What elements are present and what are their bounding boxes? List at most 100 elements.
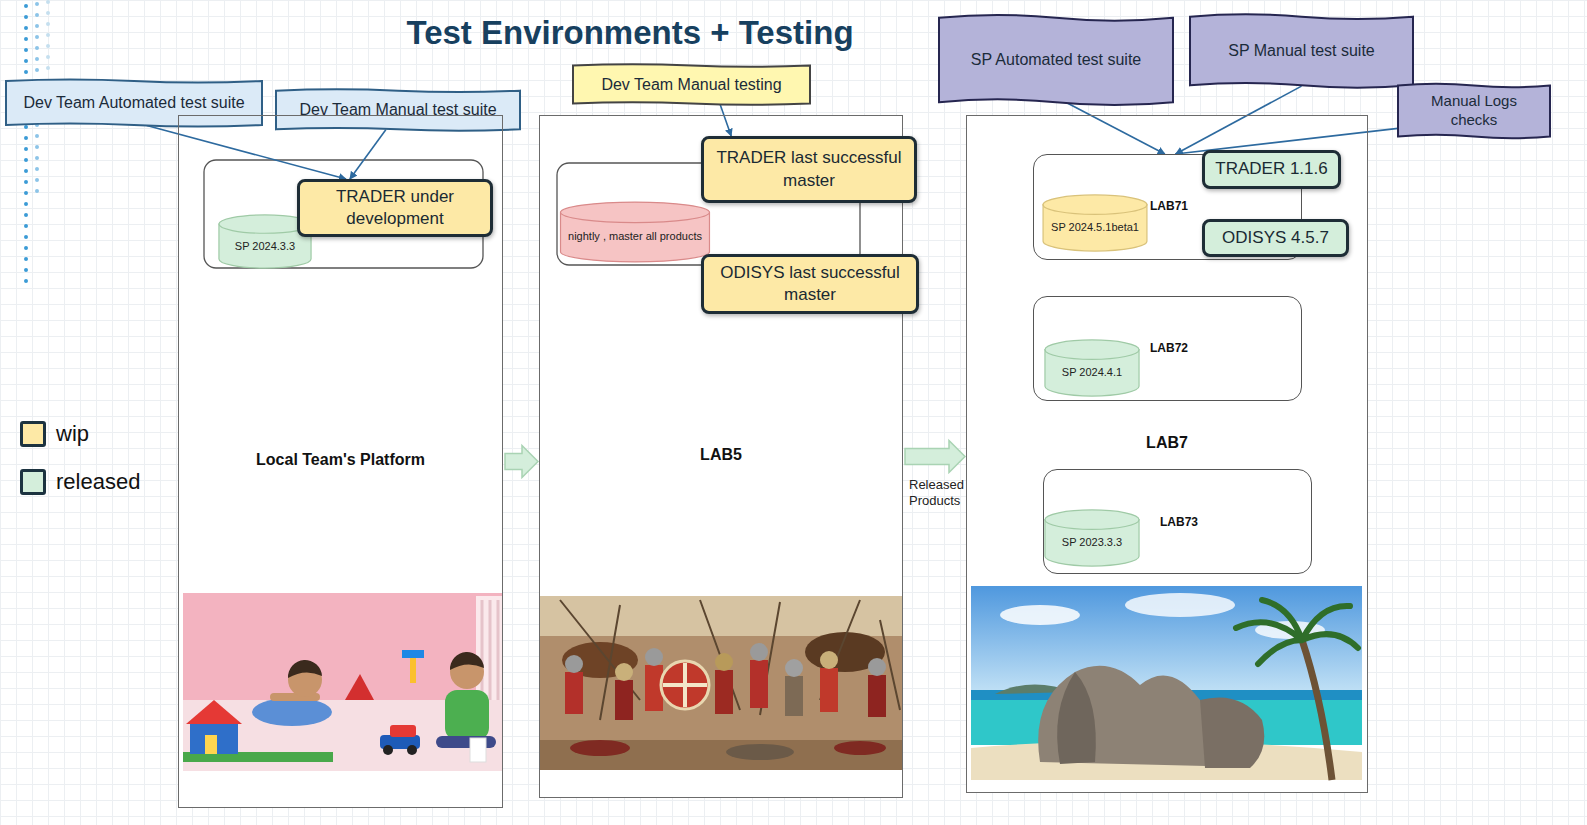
- photo-shield: [661, 661, 709, 709]
- callout-outline: [573, 64, 810, 104]
- photo-helmet: [645, 648, 663, 666]
- callout-flag: Manual Logs checks: [1398, 82, 1550, 140]
- photo-helmet: [565, 655, 583, 673]
- text-holder: LAB72: [1150, 341, 1188, 355]
- text-holder: LAB73: [1160, 515, 1198, 529]
- lab-box: LAB71SP 2024.5.1beta1TRADER 1.1.6ODISYS …: [1033, 154, 1302, 260]
- label-text: TRADER last successful master: [714, 147, 904, 191]
- callout-outline: [1190, 14, 1413, 87]
- connector-line: [350, 130, 386, 179]
- label-text: LAB71: [1150, 199, 1188, 213]
- legend-item: wip: [20, 419, 89, 449]
- dot-column: [46, 2, 50, 70]
- photo-ground: [539, 596, 903, 770]
- photo-soldier: [750, 660, 768, 708]
- label-text: SP 2024.3.3: [235, 240, 295, 253]
- photo-toy-bottle: [470, 738, 486, 762]
- photo-toy-car: [390, 725, 416, 737]
- photo-helmet: [868, 658, 886, 676]
- photo-soldier: [615, 680, 633, 720]
- text-holder: LAB7: [967, 434, 1367, 452]
- environment-panel: Local Team's Platform SP 2024.3.3 TRADER u…: [178, 115, 503, 808]
- photo-child-hair: [450, 652, 484, 670]
- label-text: SP 2024.4.1: [1062, 366, 1122, 379]
- database-cylinder: SP 2023.3.3: [1044, 509, 1140, 567]
- photo-child-hair: [288, 660, 322, 678]
- label-text: TRADER 1.1.6: [1215, 158, 1327, 180]
- panel-grounds: [178, 115, 1368, 808]
- photo-helmet: [615, 663, 633, 681]
- database-cylinder: SP 2024.5.1beta1: [1042, 194, 1148, 252]
- kids-photo: [183, 593, 503, 771]
- legend-swatch: [20, 421, 46, 447]
- callout-flag: Dev Team Automated test suite: [6, 78, 262, 128]
- text-holder: LAB5: [540, 446, 902, 464]
- beach-photo: [971, 586, 1362, 780]
- environment-panel: LAB7LAB71SP 2024.5.1beta1TRADER 1.1.6ODI…: [966, 115, 1368, 793]
- photo-soldier: [565, 672, 583, 714]
- photo-wheel: [383, 745, 393, 755]
- photo-earth: [539, 740, 903, 770]
- connector-line: [720, 104, 731, 136]
- cylinder-top: [1045, 510, 1139, 529]
- connector-line: [147, 126, 346, 180]
- lab-box: LAB73 SP 2023.3.3: [1043, 469, 1312, 574]
- component-box: ODISYS last successful master: [701, 254, 919, 314]
- label-text: SP 2023.3.3: [1062, 536, 1122, 549]
- photo-child: [252, 698, 332, 726]
- block-arrow: [905, 441, 965, 473]
- connector-line: [1176, 86, 1302, 154]
- label-text: Local Team's Platform: [179, 451, 502, 469]
- cylinder-top: [561, 202, 710, 223]
- photo-crib-bars: [482, 600, 498, 700]
- callout-outline: [276, 89, 520, 130]
- text-holder: LAB71: [1150, 199, 1188, 213]
- legend-item: released: [20, 467, 140, 497]
- callout-flag: Dev Team Manual test suite: [276, 88, 520, 132]
- component-box: TRADER under development: [297, 179, 493, 237]
- battle-photo: [539, 596, 903, 770]
- photo-cloud: [1125, 593, 1235, 617]
- photo-soldier: [715, 670, 733, 714]
- component-box: TRADER last successful master: [701, 136, 917, 203]
- callout-flag: SP Manual test suite: [1190, 12, 1413, 90]
- photo-toy-door: [205, 735, 217, 754]
- label-text: wip: [56, 421, 89, 447]
- photo-toy-hammer: [402, 650, 424, 658]
- cylinder-top: [1043, 195, 1147, 214]
- photo-palm-trunk: [1302, 640, 1332, 780]
- label-text: SP Manual test suite: [1228, 41, 1374, 61]
- label-text: Dev Team Manual test suite: [299, 100, 496, 120]
- edge-label-holder: Released Products: [909, 477, 973, 510]
- label-text: LAB7: [967, 434, 1367, 452]
- label-text: Test Environments + Testing: [406, 14, 853, 51]
- photo-fallen: [834, 741, 886, 755]
- callout-outline: [1398, 84, 1550, 139]
- database-cylinder: SP 2024.4.1: [1044, 339, 1140, 397]
- photo-crib: [476, 596, 503, 700]
- photo-rock-shade: [1057, 672, 1096, 764]
- environment-panel: LAB5nightly , master all productsTRADER …: [539, 115, 903, 798]
- label-text: LAB72: [1150, 341, 1188, 355]
- label-text: ODISYS 4.5.7: [1222, 227, 1329, 249]
- label-text: TRADER under development: [310, 186, 480, 230]
- photo-helmet: [715, 653, 733, 671]
- component-box: TRADER 1.1.6: [1202, 150, 1341, 189]
- label-text: Dev Team Automated test suite: [23, 93, 244, 113]
- text-holder: Local Team's Platform: [179, 451, 502, 469]
- panel-ground: [178, 115, 503, 808]
- photo-wheel: [407, 745, 417, 755]
- title-holder: Test Environments + Testing: [330, 14, 930, 52]
- photo-helmet: [785, 659, 803, 677]
- photo-child: [445, 690, 489, 740]
- callout-outline: [939, 15, 1173, 105]
- photo-rock: [1200, 698, 1264, 769]
- photo-child-legs: [436, 736, 496, 748]
- label-text: Manual Logs checks: [1410, 92, 1538, 130]
- label-text: SP Automated test suite: [971, 50, 1141, 70]
- connector-line: [1068, 103, 1165, 154]
- label-text: ODISYS last successful master: [714, 262, 906, 306]
